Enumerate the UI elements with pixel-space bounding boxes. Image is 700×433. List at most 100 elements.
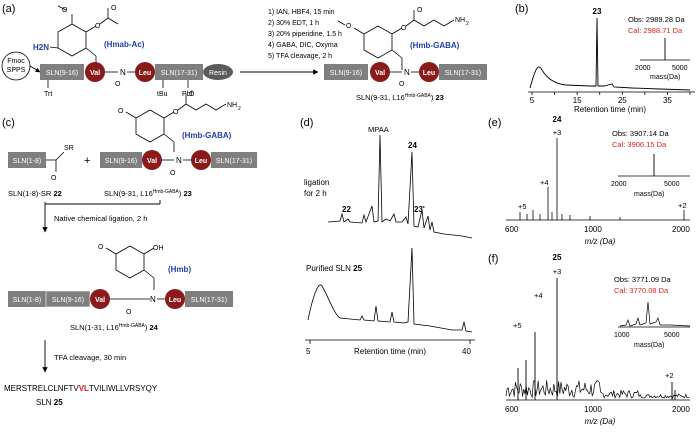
a-resin [203,64,233,80]
c-24-right: SLN(17-31) [191,297,227,304]
e-charge-5: +5 [518,202,527,211]
e-tick-600: 600 [505,225,519,234]
c-sln25: SLN 25 [36,398,63,407]
b-tick-label: 35 [663,96,672,105]
b-obs: Obs: 2989.28 Da [628,15,686,24]
a-leu-text: Leu [139,70,151,77]
svg-text:O: O [346,23,352,30]
f-charge-3: +3 [553,267,562,276]
a-seg-left-text: SLN(9-16) [46,70,78,77]
p23-leu-text: Leu [423,70,435,77]
panel-a: (a) Fmoc SPPS O O O H2N (Hmab-Ac) SLN(9-… [1,3,487,102]
b-inset-tick-2: 5000 [672,65,688,72]
f-inset-trace [619,301,691,327]
c-label24: (Hmb) [168,265,191,274]
e-xlabel: m/z (Da) [585,237,616,246]
c-23-left: SLN(9-16) [105,158,137,165]
b-xlabel: Retention time (min) [574,105,646,114]
b-inset-tick-1: 2000 [635,65,651,72]
e-charge-2: +2 [678,201,687,210]
svg-text:O: O [51,175,57,182]
panel-f: (f) 25 +3 +5 +4 +2 Obs: 3771.09 Da Cal: … [488,253,690,426]
svg-text:O: O [126,309,132,316]
svg-text:NH: NH [227,102,237,109]
e-inset-tick-1: 2000 [611,181,627,188]
c-24-left: SLN(9-16) [52,297,84,304]
svg-text:O: O [62,7,68,14]
panel-a-label: (a) [2,3,15,15]
d-p24: 24 [408,141,417,150]
e-charge-3: +3 [553,128,562,137]
panel-c-label: (c) [2,117,15,129]
c-name22: SLN(1-8)-SR 22 [8,189,62,198]
svg-text:O: O [401,25,407,32]
a-seg-right [155,64,203,80]
c-name23: SLN(9-31, L16Hmb-GABA) 23 [104,189,192,198]
a-product-backbone: SLN(9-16) Val O N Leu SLN(17-31) [324,62,487,88]
a-val [85,62,105,82]
a-seg-right-text: SLN(17-31) [161,70,197,77]
spps-line2: SPPS [7,67,26,74]
hmb-gaba-label: (Hmb-GABA) [410,41,460,50]
panel-b-label: (b) [515,3,528,15]
c-tfa: TFA cleavage, 30 min [54,353,126,362]
c-24-leu: Leu [169,297,181,304]
a-n: N [120,68,126,77]
c-23-right: SLN(17-31) [216,158,252,165]
hmab-ac-structure: O O O [57,5,119,70]
a-leu [135,62,155,82]
panel-e: (e) 24 +3 +4 +5 +2 Obs: 3907.14 Da Cal: … [488,115,690,246]
d-tick-5: 5 [306,347,311,356]
a-resin-text: Resin [209,70,227,77]
b-tick-label: 15 [573,96,582,105]
f-tick-2000: 2000 [672,405,690,414]
svg-text:O: O [111,5,117,12]
svg-text:O: O [170,170,176,177]
c-plus: + [84,155,90,167]
f-charge-5: +5 [513,321,522,330]
d-trace-ligation [327,134,473,239]
spps-line1: Fmoc [7,58,25,65]
c-name24: SLN(1-31, L16Hmb-GABA) 24 [70,323,159,332]
e-charge-4: +4 [540,178,549,187]
b-inset-xlabel: mass(Da) [650,74,680,81]
e-inset-xlabel: mass(Da) [634,191,664,198]
h2n-label: H2N [33,43,49,52]
d-tick-40: 40 [462,347,471,356]
f-inset-tick-1: 1000 [614,332,630,339]
b-tick-label: 25 [618,96,627,105]
svg-text:O: O [98,244,104,251]
c-hmb-gaba-structure: O O O [118,91,227,152]
a-step-2: 2) 30% EDT, 1 h [268,20,319,27]
b-tick-label: 5 [530,96,535,105]
a-backbone: SLN(9-16) Val O N Leu SLN(17-31) Resin T… [40,62,233,98]
a-step-3: 3) 20% piperidine, 1.5 h [268,31,342,38]
f-xlabel: m/z (Da) [585,417,616,426]
d-mpaa: MPAA [368,125,389,134]
a-o: O [115,81,121,88]
d-ligation-2: for 2 h [304,189,327,198]
hmb-gaba-structure: O O O [337,7,455,70]
svg-text:O: O [118,108,124,115]
f-noise [505,379,690,400]
panel-e-label: (e) [488,117,501,129]
a-val-text: Val [90,70,100,77]
c-sr: SR [64,145,74,152]
b-peak-label: 23 [593,7,602,16]
a-step-5: 5) TFA cleavage, 2 h [268,53,332,60]
svg-text:N: N [150,295,156,304]
e-tick-2000: 2000 [672,225,690,234]
a-step-4: 4) GABA, DIC, Oxyma [268,42,338,49]
d-ligation-1: ligation [304,178,329,187]
f-stems [517,278,676,400]
svg-text:N: N [404,68,410,77]
e-stems [519,138,685,220]
b-cal: Cal: 2988.71 Da [628,26,683,35]
d-trace-purified [307,247,473,333]
p23-left-text: SLN(9-16) [330,70,362,77]
f-charge-4: +4 [534,291,543,300]
b-trace [529,17,691,91]
p23-name: SLN(9-31, L16Hmb-GABA) 23 [356,93,444,102]
f-charge-2: +2 [665,371,674,380]
e-obs: Obs: 3907.14 Da [612,129,670,138]
